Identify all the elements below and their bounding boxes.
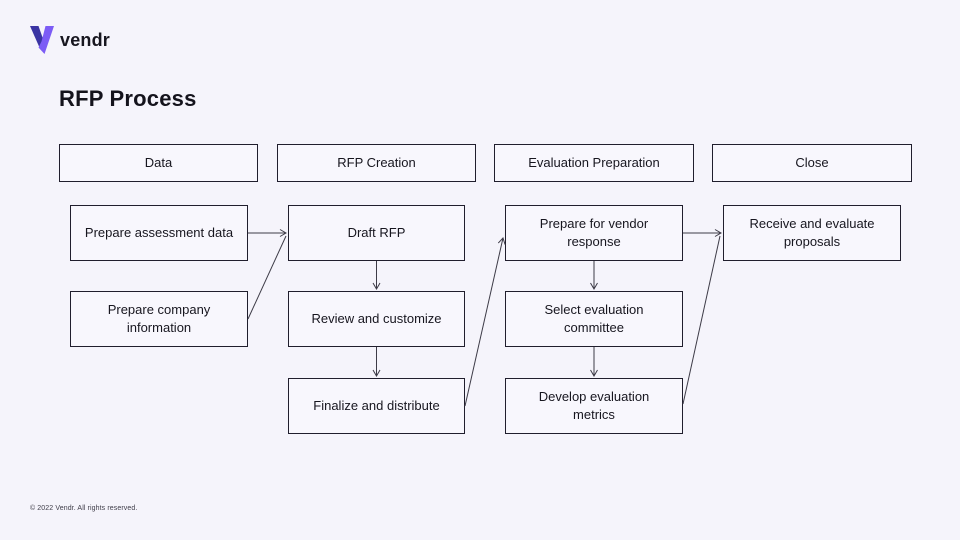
step-review-and-customize: Review and customize — [288, 291, 465, 347]
step-draft-rfp: Draft RFP — [288, 205, 465, 261]
edge-prepare-company-information-to-draft-rfp — [247, 235, 287, 320]
step-receive-and-evaluate-proposals: Receive and evaluate proposals — [723, 205, 901, 261]
phase-header-data: Data — [59, 144, 258, 182]
step-finalize-and-distribute: Finalize and distribute — [288, 378, 465, 434]
copyright-note: © 2022 Vendr. All rights reserved. — [30, 505, 138, 512]
phase-header-evaluation-preparation: Evaluation Preparation — [494, 144, 694, 182]
phase-header-rfp-creation: RFP Creation — [277, 144, 476, 182]
step-prepare-assessment-data: Prepare assessment data — [70, 205, 248, 261]
step-prepare-company-information: Prepare company information — [70, 291, 248, 347]
page-title: RFP Process — [59, 86, 197, 111]
vendr-v-icon — [30, 26, 54, 54]
edge-finalize-and-distribute-to-prepare-for-vendor-response — [464, 237, 506, 407]
vendr-logo: vendr — [30, 26, 110, 54]
step-select-evaluation-committee: Select evaluation committee — [505, 291, 683, 347]
vendr-wordmark: vendr — [60, 29, 111, 50]
step-develop-evaluation-metrics: Develop evaluation metrics — [505, 378, 683, 434]
phase-header-close: Close — [712, 144, 912, 182]
edge-develop-evaluation-metrics-to-receive-and-evaluate-proposals — [682, 235, 721, 405]
step-prepare-for-vendor-response: Prepare for vendor response — [505, 205, 683, 261]
